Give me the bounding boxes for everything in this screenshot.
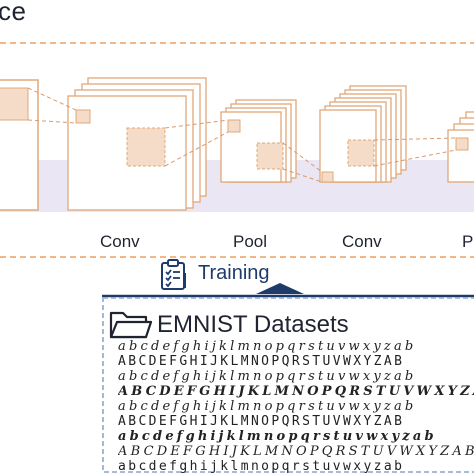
sample-row: abcdefghijklmnopqrstuvwxyzab bbox=[118, 429, 437, 444]
conv-stack-1 bbox=[67, 77, 207, 211]
folder-icon bbox=[109, 311, 152, 339]
sample-row: ABCDEFGHIJKLMNOPQRSTUVWXYZAB bbox=[118, 414, 405, 429]
layer-label-conv-2: Conv bbox=[342, 232, 382, 251]
pool-stack bbox=[220, 99, 297, 183]
sample-row: ABCDEFGHIJKLMNOPQRSTUVWXYZAB bbox=[118, 444, 474, 459]
layer-label-pool: Pool bbox=[233, 232, 268, 251]
checklist-icon bbox=[161, 259, 186, 290]
training-arrow-head bbox=[256, 283, 304, 294]
pool-stack-2 bbox=[447, 111, 474, 183]
sample-row: ABCDEFGHIJKLMNOPQRSTUVWXYZAB bbox=[118, 354, 405, 369]
input-block bbox=[0, 79, 39, 211]
sample-row: abcdefghijklmnopqrstuvwxyzab bbox=[118, 339, 417, 354]
sample-row: abcdefghijklmnopqrstuvwxyzab bbox=[118, 369, 417, 384]
layer-label-pool-2: P bbox=[462, 232, 474, 251]
dataset-box bbox=[102, 297, 474, 473]
sample-row: abcdefghijklmnopqrstuvwxyzab bbox=[118, 459, 405, 474]
training-label: Training bbox=[198, 262, 270, 284]
dataset-title: EMNIST Datasets bbox=[157, 311, 349, 338]
sample-row: ABCDEFGHIJKLMNOPQRSTUVWXYZAB bbox=[118, 384, 474, 399]
sample-row: abcdefghijklmnopqrstuvwxyzab bbox=[118, 399, 417, 414]
page-title: ce bbox=[0, 0, 27, 26]
layer-label-conv-1: Conv bbox=[100, 232, 140, 251]
projection-lines bbox=[27, 87, 457, 183]
conv-stack-2 bbox=[319, 85, 407, 183]
